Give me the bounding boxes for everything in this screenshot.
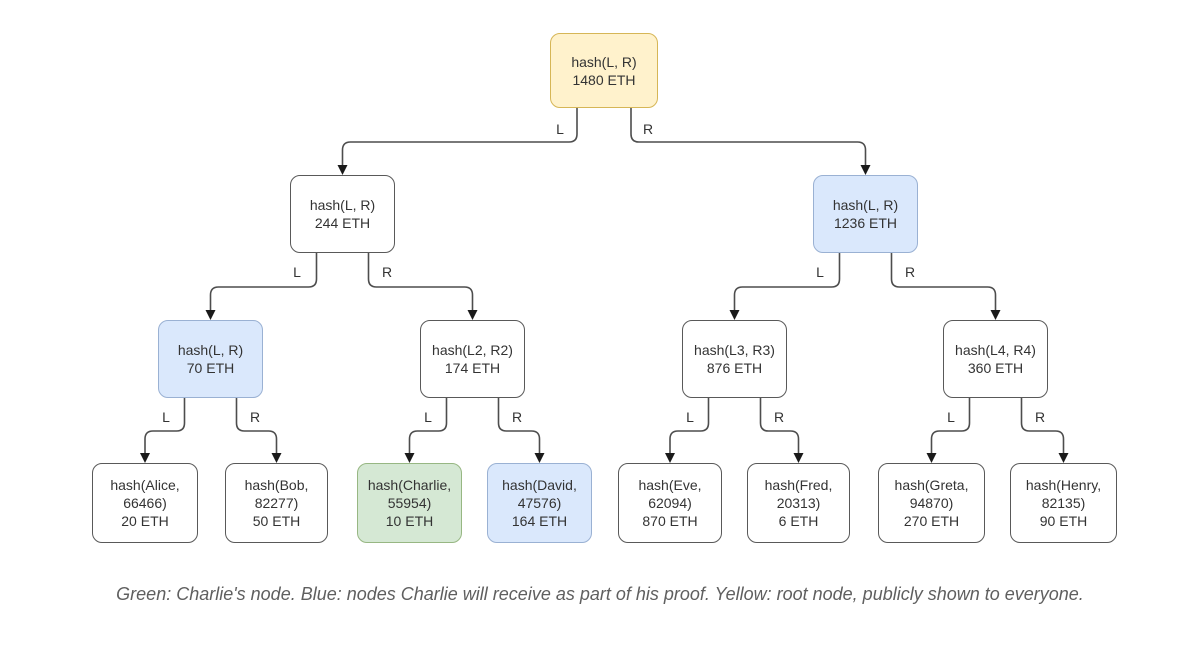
edge-label: L [424,409,432,425]
edge-l-left: L [205,253,318,320]
edge-ll-left: L [140,398,186,463]
node-hash-label: hash(L, R) [309,197,376,213]
edge-root-left: L [337,107,578,175]
edge-label: R [643,121,653,137]
tree-node-charlie: hash(Charlie, 55954) 10 ETH [357,463,462,543]
edge-label: R [250,409,260,425]
tree-node-alice: hash(Alice, 66466) 20 ETH [92,463,198,543]
node-hash-label: hash(L, R) [832,197,899,213]
node-hash-label: hash(Bob, 82277) [244,477,309,511]
tree-node-eve: hash(Eve, 62094) 870 ETH [618,463,722,543]
node-hash-label: hash(L, R) [177,342,244,358]
tree-node-360: hash(L4, R4) 360 ETH [943,320,1048,398]
node-hash-label: hash(Greta, 94870) [894,477,969,511]
node-eth-value: 90 ETH [1039,513,1088,529]
tree-node-70: hash(L, R) 70 ETH [158,320,263,398]
edge-label: L [293,264,301,280]
edge-lr-right: R [497,398,545,463]
node-hash-label: hash(Henry, 82135) [1025,477,1102,511]
edge-label: R [905,264,915,280]
tree-node-174: hash(L2, R2) 174 ETH [420,320,525,398]
edge-label: R [512,409,522,425]
node-hash-label: hash(L3, R3) [694,342,775,358]
tree-node-david: hash(David, 47576) 164 ETH [487,463,592,543]
node-hash-label: hash(L4, R4) [955,342,1036,358]
node-hash-label: hash(Eve, 62094) [638,477,702,511]
node-eth-value: 10 ETH [385,513,434,529]
edge-rr-left: L [926,398,971,463]
node-hash-label: hash(L2, R2) [432,342,513,358]
node-hash-label: hash(Fred, 20313) [764,477,833,511]
edge-rl-right: R [759,398,804,463]
edge-label: R [1035,409,1045,425]
node-eth-value: 164 ETH [511,513,568,529]
node-eth-value: 1236 ETH [833,215,898,231]
node-hash-label: hash(L, R) [571,53,637,70]
edge-label: R [382,264,392,280]
tree-node-fred: hash(Fred, 20313) 6 ETH [747,463,850,543]
node-hash-label: hash(Alice, 66466) [110,477,180,511]
node-eth-value: 20 ETH [121,513,169,529]
node-eth-value: 244 ETH [314,215,371,231]
node-eth-value: 6 ETH [778,513,819,529]
edge-rl-left: L [665,398,710,463]
edge-l-right: R [367,253,478,320]
node-eth-value: 174 ETH [444,360,501,376]
edge-label: L [816,264,824,280]
edge-r-right: R [890,253,1001,320]
edge-label: L [162,409,170,425]
tree-node-244: hash(L, R) 244 ETH [290,175,395,253]
tree-node-1236: hash(L, R) 1236 ETH [813,175,918,253]
node-hash-label: hash(David, 47576) [502,477,577,511]
tree-node-henry: hash(Henry, 82135) 90 ETH [1010,463,1117,543]
edge-r-left: L [729,253,841,320]
edge-root-right: R [630,107,871,175]
legend-caption: Green: Charlie's node. Blue: nodes Charl… [116,584,1084,604]
edge-label: R [774,409,784,425]
node-eth-value: 1480 ETH [572,71,636,88]
node-eth-value: 70 ETH [186,360,235,376]
tree-node-bob: hash(Bob, 82277) 50 ETH [225,463,328,543]
edge-label: L [947,409,955,425]
edge-label: L [686,409,694,425]
edge-label: L [556,121,564,137]
edge-rr-right: R [1020,398,1069,463]
node-eth-value: 270 ETH [903,513,960,529]
tree-node-root: hash(L, R) 1480 ETH [550,33,658,108]
node-eth-value: 870 ETH [642,513,698,529]
node-eth-value: 50 ETH [252,513,301,529]
edge-lr-left: L [404,398,448,463]
tree-node-876: hash(L3, R3) 876 ETH [682,320,787,398]
node-eth-value: 876 ETH [706,360,763,376]
node-eth-value: 360 ETH [967,360,1024,376]
tree-node-greta: hash(Greta, 94870) 270 ETH [878,463,985,543]
node-hash-label: hash(Charlie, 55954) [367,477,452,511]
edge-ll-right: R [235,398,282,463]
